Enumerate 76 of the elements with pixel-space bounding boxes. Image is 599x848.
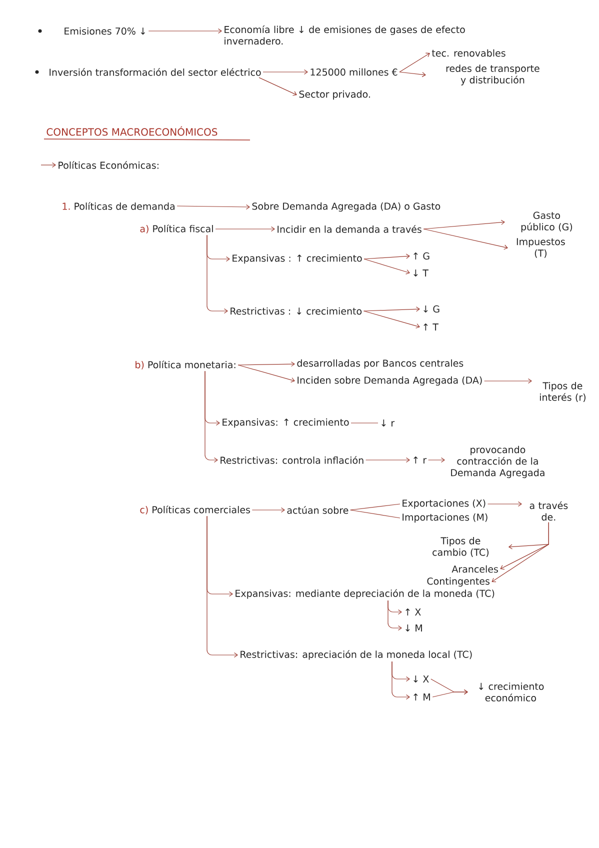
note-text: ↓ T <box>414 270 428 276</box>
arrow <box>492 522 549 582</box>
arrow <box>392 661 410 700</box>
note-text: 125000 millones € <box>310 68 398 76</box>
note-text: Inciden sobre Demanda Agregada (DA) <box>298 376 482 386</box>
note-text: Restrictivas : ↓ crecimiento <box>230 307 362 315</box>
line <box>350 510 400 518</box>
note-text: Restrictivas: controla inflación <box>220 456 364 464</box>
arrow <box>484 378 532 384</box>
heading-text: a) Política fiscal <box>140 224 213 234</box>
note-text: redes de transporte y distribución <box>446 64 540 86</box>
bracket-arrow <box>204 370 218 463</box>
title: CONCEPTOS MACROECONÓMICOS <box>46 126 218 136</box>
note-text: actúan sobre <box>287 506 348 514</box>
note-text: provocando contracción de la Demanda Agregada <box>451 446 544 478</box>
note-text: tec. renovables <box>432 49 506 57</box>
arrow <box>432 689 468 698</box>
note-text: Gasto público (G) <box>521 212 572 232</box>
note-text: Expansivas : ↑ crecimiento <box>232 254 362 264</box>
note-text: ↓ G <box>424 305 440 313</box>
arrow <box>363 310 420 328</box>
arrow <box>364 254 410 260</box>
note-text: Expansivas: ↑ crecimiento <box>222 418 349 428</box>
note-text: Contingentes <box>427 577 490 587</box>
arrow <box>252 507 285 513</box>
note-text: Emisiones 70% ↓ <box>64 27 145 35</box>
note-text: Importaciones (M) <box>402 513 488 523</box>
note-text: Tipos de cambio (TC) <box>432 537 488 557</box>
arrow <box>428 457 445 463</box>
note-text: Restrictivas: apreciación de la moneda local (TC) <box>240 650 472 660</box>
arrow <box>262 69 308 75</box>
arrow <box>487 501 522 507</box>
arrow <box>258 77 297 96</box>
arrow <box>148 28 222 34</box>
note-text: Tipos de interés (r) <box>540 382 586 402</box>
arrow <box>399 72 426 78</box>
arrow <box>363 306 420 312</box>
note-text: ↓ r <box>382 420 395 426</box>
heading-text: 1. Políticas de demanda <box>62 202 174 210</box>
note-text: Aranceles <box>452 565 498 573</box>
bracket-arrow <box>206 234 228 314</box>
note-text: Incidir en la demanda a través <box>278 225 422 233</box>
arrow <box>388 600 402 631</box>
note-text: ↑ r <box>414 456 427 464</box>
arrow <box>176 204 250 210</box>
line <box>350 422 378 424</box>
note-text: Expansivas: mediante depreciación de la moneda (TC) <box>236 589 494 599</box>
arrow <box>215 226 275 232</box>
note-text: ↑ G <box>414 252 430 260</box>
note-text: a través de. <box>530 501 568 521</box>
note-text: ↑ X <box>406 608 421 616</box>
arrow <box>40 162 56 168</box>
note-text: desarrolladas por Bancos centrales <box>297 359 464 369</box>
arrow <box>238 364 295 382</box>
note-text: ↓ M <box>406 624 422 632</box>
note-text: ↑ M <box>414 694 430 700</box>
note-text: ↑ T <box>424 324 438 330</box>
arrow <box>365 457 410 463</box>
note-text: Políticas Económicas: <box>58 161 158 169</box>
arrow <box>399 52 430 72</box>
heading-text: b) Política monetaria: <box>136 360 236 370</box>
arrow <box>238 362 295 367</box>
arrow <box>364 258 410 274</box>
bracket-arrow <box>206 516 238 658</box>
note-text: Economía libre ↓ de emisiones de gases de efecto invernadero. <box>224 25 465 45</box>
line <box>350 504 400 510</box>
note-text: ↓ X <box>414 676 429 682</box>
arrow <box>423 220 505 230</box>
arrow <box>423 228 508 250</box>
note-text: Impuestos (T) <box>516 238 565 258</box>
note-text: Sector privado. <box>299 90 370 100</box>
heading-text: c) Políticas comerciales <box>140 506 250 514</box>
note-text: Exportaciones (X) <box>402 499 486 509</box>
note-text: ↓ crecimiento económico <box>479 682 544 702</box>
note-text: Sobre Demanda Agregada (DA) o Gasto <box>252 202 440 212</box>
note-text: Inversión transformación del sector eléctrico <box>50 68 261 76</box>
